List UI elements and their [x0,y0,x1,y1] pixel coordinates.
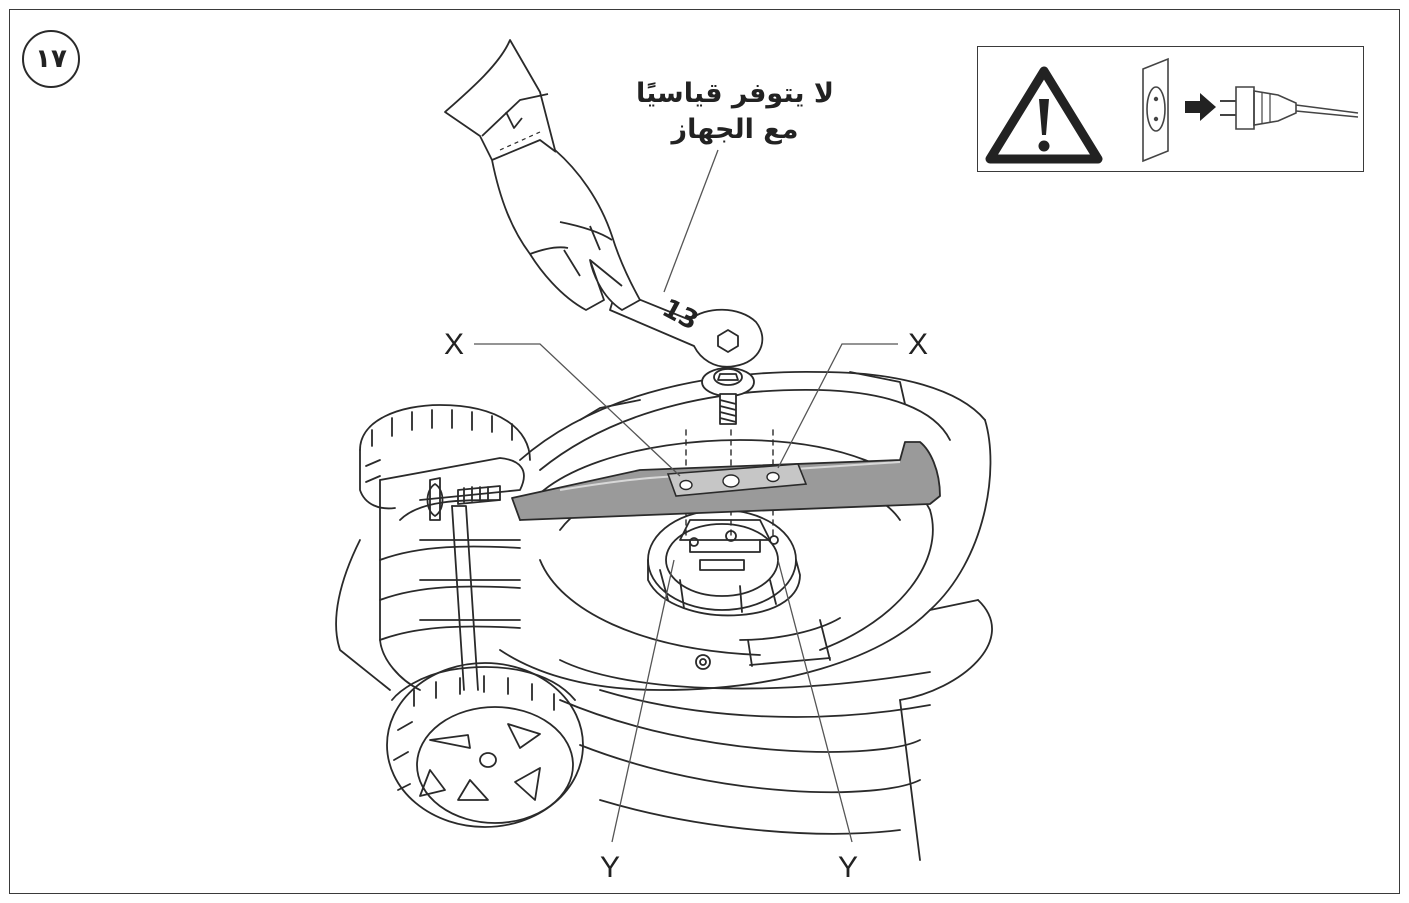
mower-deck [499,370,993,861]
arrow-right-icon [1185,93,1216,121]
warning-triangle-icon [985,66,1103,164]
cutting-blade [511,441,941,521]
label-y-left: Y [600,851,621,884]
warning-panel-graphic [985,57,1359,164]
wrench [609,289,764,368]
figure-frame [9,9,1400,894]
blade-adapter [647,509,801,617]
wall-socket-icon [1142,57,1169,163]
front-wheel [386,662,584,828]
note-line-2: مع الجهاز [671,114,799,146]
label-x-right: X [908,328,929,361]
gloved-hand [444,39,641,311]
unplug-warning-panel [977,46,1364,172]
blade-bolt [701,367,755,425]
power-plug-icon [1220,86,1359,130]
step-number-badge: ١٧ [22,30,80,88]
label-x-left: X [444,328,465,361]
rear-wheel [359,404,531,510]
leader-lines [474,149,898,843]
not-included-note: لا يتوفر قياسيًا مع الجهاز [605,76,865,149]
label-y-right: Y [838,851,859,884]
rear-chute [335,457,525,691]
note-line-1: لا يتوفر قياسيًا [635,78,835,109]
